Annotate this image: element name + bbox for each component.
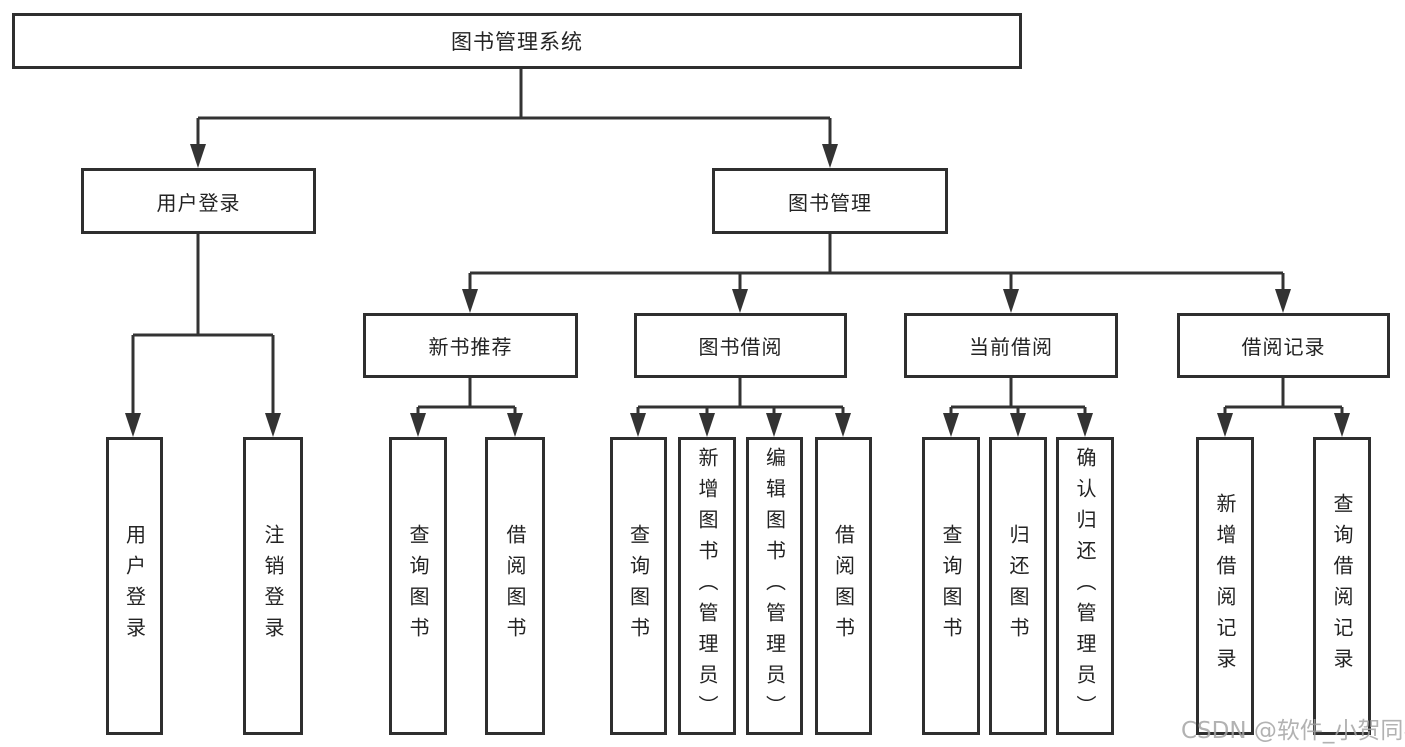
leaf-query-borrow-record: 查询借阅记录 [1313,437,1371,735]
leaf-logout: 注销登录 [243,437,303,735]
arrow-icon [699,413,715,437]
leaf-borrow-books-borrowing: 借阅图书 [815,437,872,735]
leaf-user-login: 用户登录 [106,437,163,735]
node-new-book-recommend: 新书推荐 [363,313,578,378]
arrow-icon [1275,289,1291,313]
leaf-query-books-recommend: 查询图书 [389,437,447,735]
leaf-return-books: 归还图书 [989,437,1047,735]
leaf-query-books-current: 查询图书 [922,437,980,735]
node-book-borrowing: 图书借阅 [634,313,847,378]
arrow-icon [1217,413,1233,437]
arrow-icon [1010,413,1026,437]
arrow-icon [732,289,748,313]
arrow-icon [943,413,959,437]
leaf-borrow-books-recommend: 借阅图书 [485,437,545,735]
arrow-icon [265,413,281,437]
node-current-borrowing: 当前借阅 [904,313,1118,378]
arrow-icon [835,413,851,437]
connector-book-management-branch [468,234,1285,291]
arrow-icon [766,413,782,437]
node-book-management: 图书管理 [712,168,948,234]
arrow-icon [410,413,426,437]
connector-user-login-branch [131,233,275,415]
leaf-edit-books-admin: 编辑图书（管理员） [746,437,803,735]
arrow-icon [125,413,141,437]
arrow-icon [1334,413,1350,437]
connector-new-book-recommend-branch [416,378,517,415]
connector-current-borrowing-branch [949,378,1087,415]
connector-root-to-level1 [196,69,832,146]
arrow-icon [822,144,838,168]
arrow-icon [462,289,478,313]
leaf-confirm-return-admin: 确认归还（管理员） [1056,437,1114,735]
node-user-login: 用户登录 [81,168,316,234]
arrow-icon [507,413,523,437]
connector-borrowing-records-branch [1223,378,1344,415]
leaf-query-books-borrowing: 查询图书 [610,437,667,735]
arrow-icon [1003,289,1019,313]
node-borrowing-records: 借阅记录 [1177,313,1390,378]
arrow-icon [190,144,206,168]
leaf-add-books-admin: 新增图书（管理员） [678,437,736,735]
leaf-add-borrow-record: 新增借阅记录 [1196,437,1254,735]
arrow-icon [630,413,646,437]
node-root-library-system: 图书管理系统 [12,13,1022,69]
watermark: CSDN @软件_小贺同学 [1181,718,1405,744]
connector-book-borrowing-branch [636,378,845,415]
arrow-icon [1077,413,1093,437]
